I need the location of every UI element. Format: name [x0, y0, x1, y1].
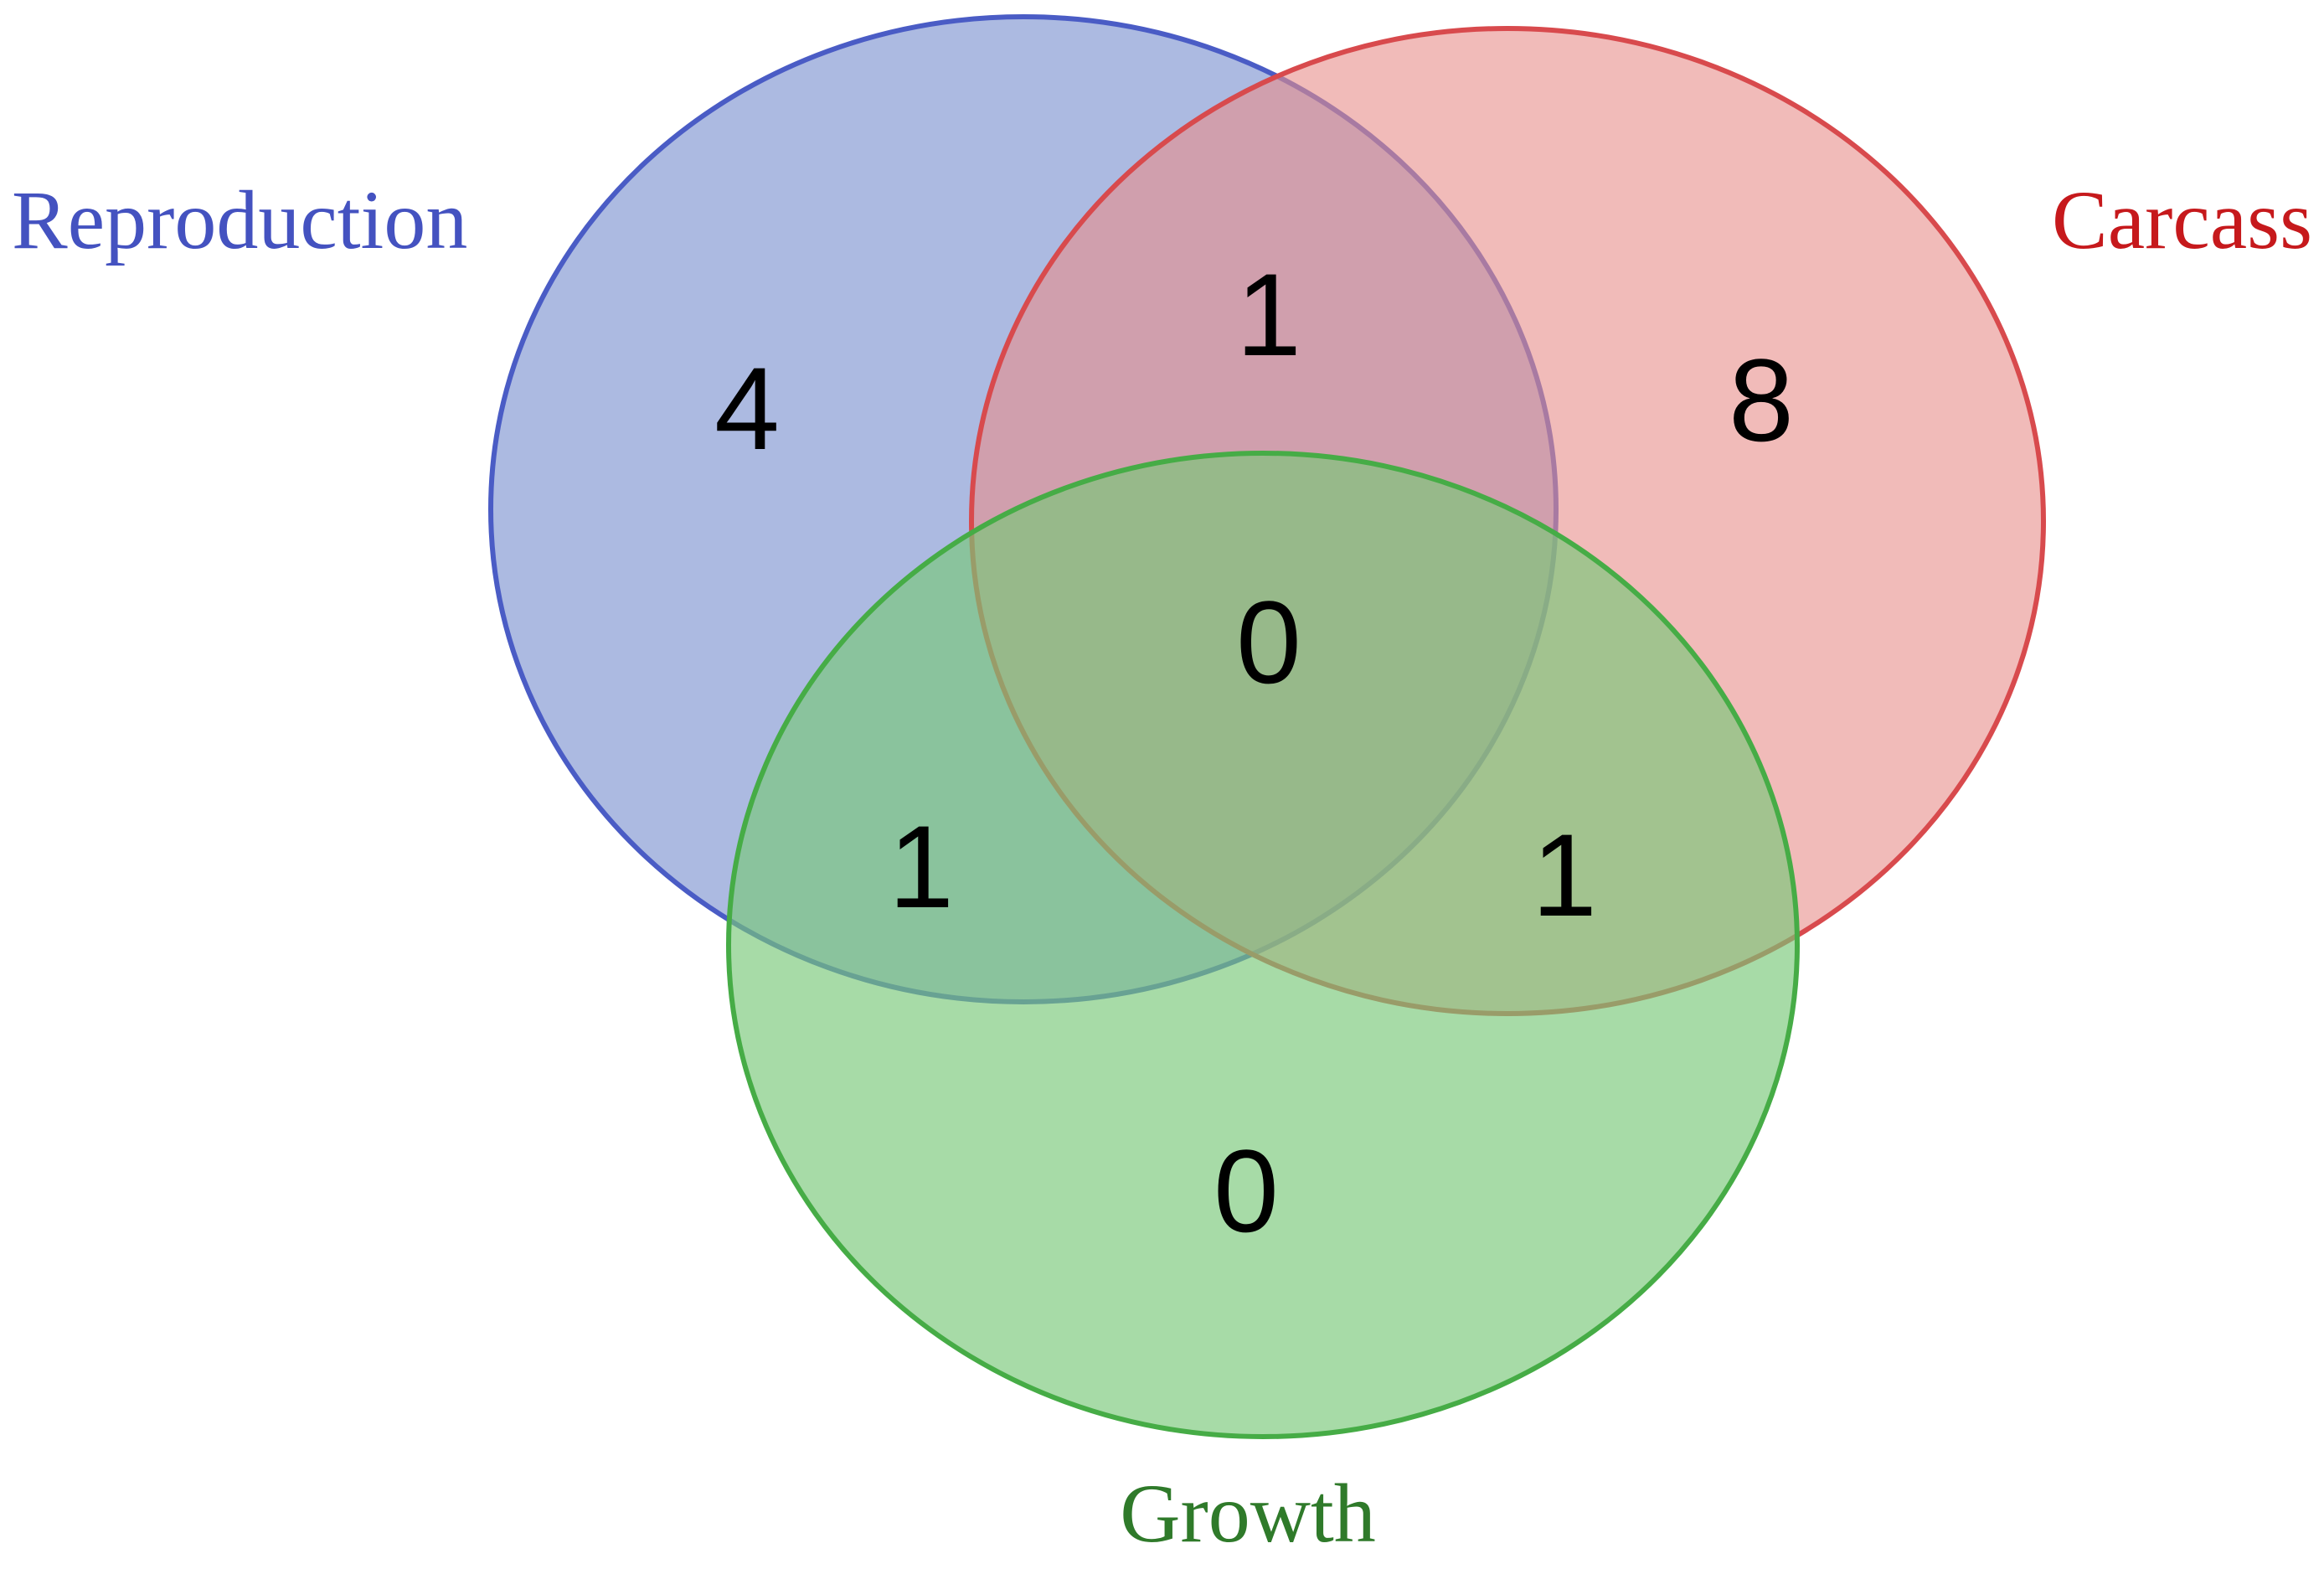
count-all-three: 0: [1236, 576, 1301, 708]
count-growth-only: 0: [1214, 1125, 1279, 1257]
reproduction-label: Reproduction: [12, 173, 467, 266]
count-reproduction-carcass: 1: [1236, 249, 1301, 380]
count-reproduction-growth: 1: [889, 801, 954, 932]
growth-label: Growth: [1120, 1467, 1376, 1560]
count-carcass-only: 8: [1729, 334, 1794, 466]
carcass-label: Carcass: [2052, 173, 2312, 266]
growth-circle: [726, 451, 1800, 1439]
count-reproduction-only: 4: [714, 343, 780, 474]
count-carcass-growth: 1: [1532, 809, 1597, 941]
